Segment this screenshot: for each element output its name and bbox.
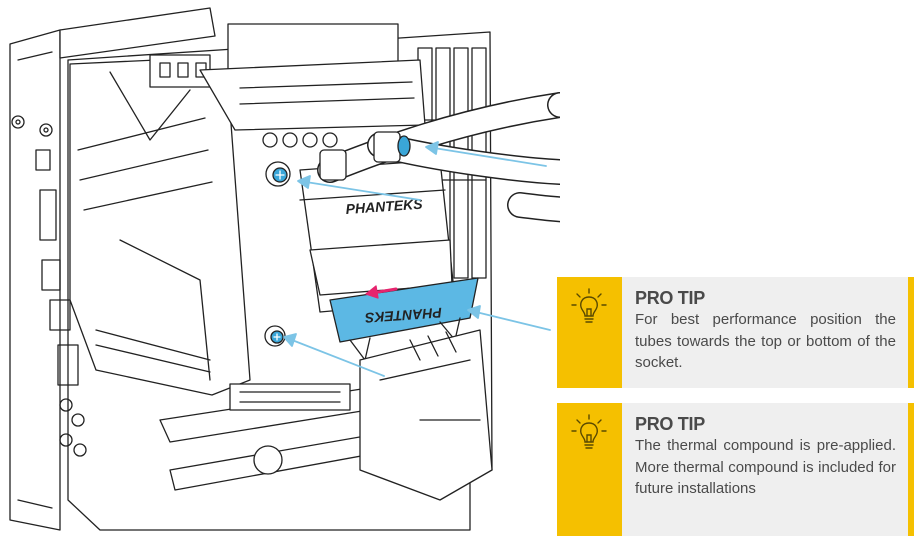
chipset-shroud	[359, 329, 493, 501]
tip-text: PRO TIP For best performance position th…	[635, 287, 896, 374]
block-brand-label: PHANTEKS	[345, 196, 424, 217]
bracket-brand-label: PHANTEKS	[364, 305, 443, 326]
tip-icon-cell	[557, 277, 622, 388]
mounting-screws	[264, 161, 291, 347]
lightbulb-icon	[571, 414, 607, 449]
pro-tip-box-tube-position: PRO TIP For best performance position th…	[557, 277, 914, 388]
lightbulb-icon	[571, 288, 607, 323]
motherboard-installation-illustration: PHANTEKS PHANTEKS	[9, 7, 560, 531]
tip-body: The thermal compound is pre-applied. Mor…	[635, 437, 896, 497]
tip-body: For best performance position the tubes …	[635, 311, 896, 371]
tube-fittings	[319, 131, 411, 181]
pro-tip-box-thermal-compound: PRO TIP The thermal compound is pre-appl…	[557, 403, 914, 536]
tip-icon-cell	[557, 403, 622, 536]
direction-arrow	[365, 285, 398, 299]
capacitors	[262, 132, 338, 148]
case-frame	[9, 7, 216, 531]
tip-title: PRO TIP	[635, 288, 705, 308]
tip-text: PRO TIP The thermal compound is pre-appl…	[635, 413, 896, 500]
vrm-heatsink	[199, 59, 426, 131]
tip-title: PRO TIP	[635, 414, 705, 434]
io-ports	[11, 115, 87, 457]
cpu-water-block: PHANTEKS	[299, 159, 456, 313]
callout-arrows	[283, 141, 551, 377]
